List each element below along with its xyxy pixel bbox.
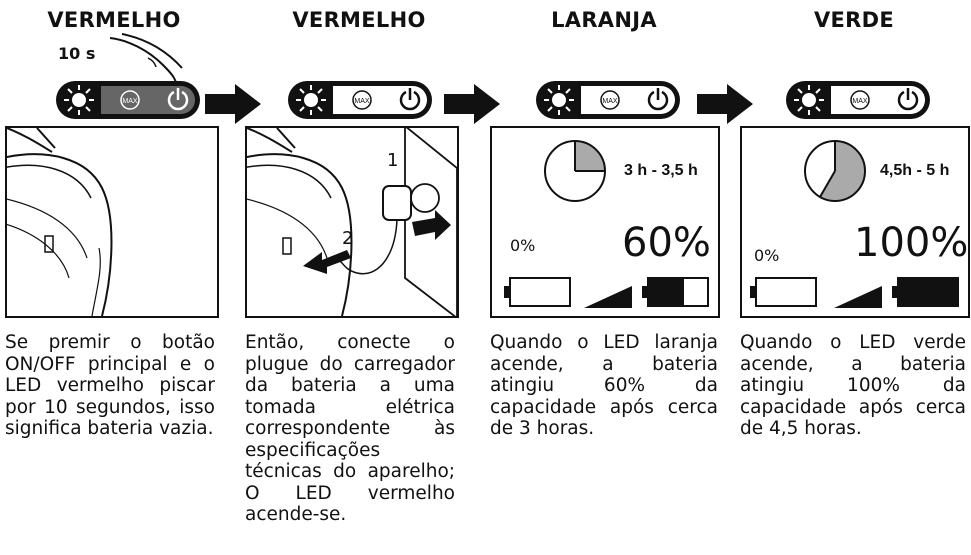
step-4-percent: 100% [854, 220, 969, 266]
svg-text:MAX: MAX [354, 98, 370, 105]
arrow-icon [444, 84, 500, 124]
step-1-illustration [5, 126, 219, 318]
step-2-heading: VERMELHO [292, 8, 426, 32]
battery-charged-icon [642, 277, 709, 307]
step-1-hint: 10 s [58, 44, 96, 63]
control-panel: MAX [786, 81, 930, 119]
step-4-illustration: 4,5h - 5 h 0% 100% [740, 126, 970, 318]
max-icon: MAX [352, 90, 372, 110]
step-3-illustration: 3 h - 3,5 h 0% 60% [490, 126, 720, 318]
ramp-icon [584, 286, 632, 308]
control-panel: MAX [56, 81, 200, 119]
callout-1: 1 [387, 150, 399, 171]
control-panel: MAX [288, 81, 432, 119]
battery-empty-icon [750, 277, 817, 307]
svg-text:MAX: MAX [602, 98, 618, 105]
light-icon [64, 85, 94, 115]
step-4-heading: VERDE [813, 8, 895, 32]
step-2-illustration: 1 2 [245, 126, 459, 318]
step-4-start-percent: 0% [754, 246, 780, 265]
svg-text:MAX: MAX [122, 98, 138, 105]
clock-icon [544, 140, 606, 202]
ramp-icon [834, 286, 882, 308]
step-3-start-percent: 0% [510, 236, 536, 255]
power-icon [647, 88, 669, 111]
clock-icon [804, 140, 866, 202]
light-icon [544, 85, 574, 115]
callout-2: 2 [342, 228, 354, 249]
vacuum-drawing [7, 128, 113, 316]
max-icon: MAX [600, 90, 620, 110]
step-2-description: Então, conecte o plugue do carregador da… [245, 332, 455, 525]
max-icon: MAX [850, 90, 870, 110]
step-1-description: Se premir o botão ON/OFF principal e o L… [5, 332, 215, 439]
step-1-heading: VERMELHO [47, 8, 181, 32]
battery-empty-icon [504, 277, 571, 307]
step-4-time: 4,5h - 5 h [880, 162, 950, 179]
step-3-time: 3 h - 3,5 h [624, 162, 698, 179]
arrow-icon [205, 84, 261, 124]
power-icon [897, 88, 919, 111]
light-icon [794, 85, 824, 115]
max-icon: MAX [120, 90, 140, 110]
step-4-description: Quando o LED verde acende, a bateria ati… [740, 332, 966, 439]
arrow-icon [697, 84, 753, 124]
svg-text:MAX: MAX [852, 98, 868, 105]
control-panel: MAX [536, 81, 680, 119]
step-3-description: Quando o LED laranja acende, a bateria a… [490, 332, 718, 439]
power-icon [399, 88, 421, 111]
step-3-percent: 60% [622, 220, 711, 266]
light-icon [296, 85, 326, 115]
step-3-heading: LARANJA [551, 8, 657, 32]
power-icon [167, 88, 189, 111]
battery-charged-icon [892, 277, 959, 307]
charger-drawing [247, 128, 457, 316]
